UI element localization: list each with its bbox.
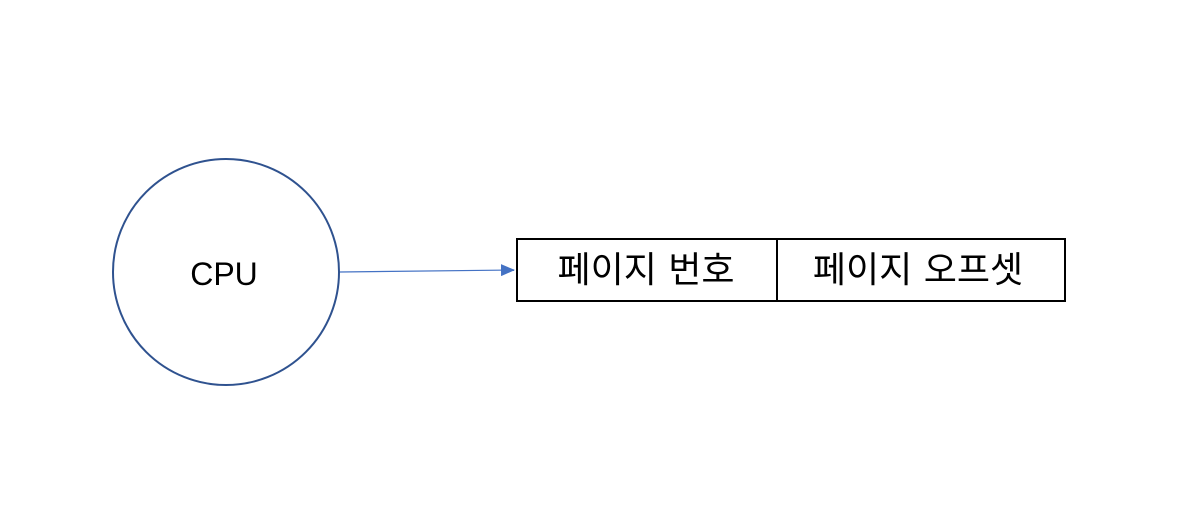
page-offset-label: 페이지 오프셋	[813, 250, 1023, 291]
cpu-circle	[112, 158, 340, 386]
cpu-label: CPU	[190, 256, 258, 292]
page-number-label: 페이지 번호	[557, 250, 734, 291]
page-offset-cell	[776, 238, 1066, 302]
logical-address-box: 페이지 번호 페이지 오프셋	[516, 238, 1066, 302]
cpu-node: CPU	[112, 158, 340, 386]
cpu-to-address-arrow	[339, 264, 515, 277]
page-number-cell	[516, 238, 778, 302]
